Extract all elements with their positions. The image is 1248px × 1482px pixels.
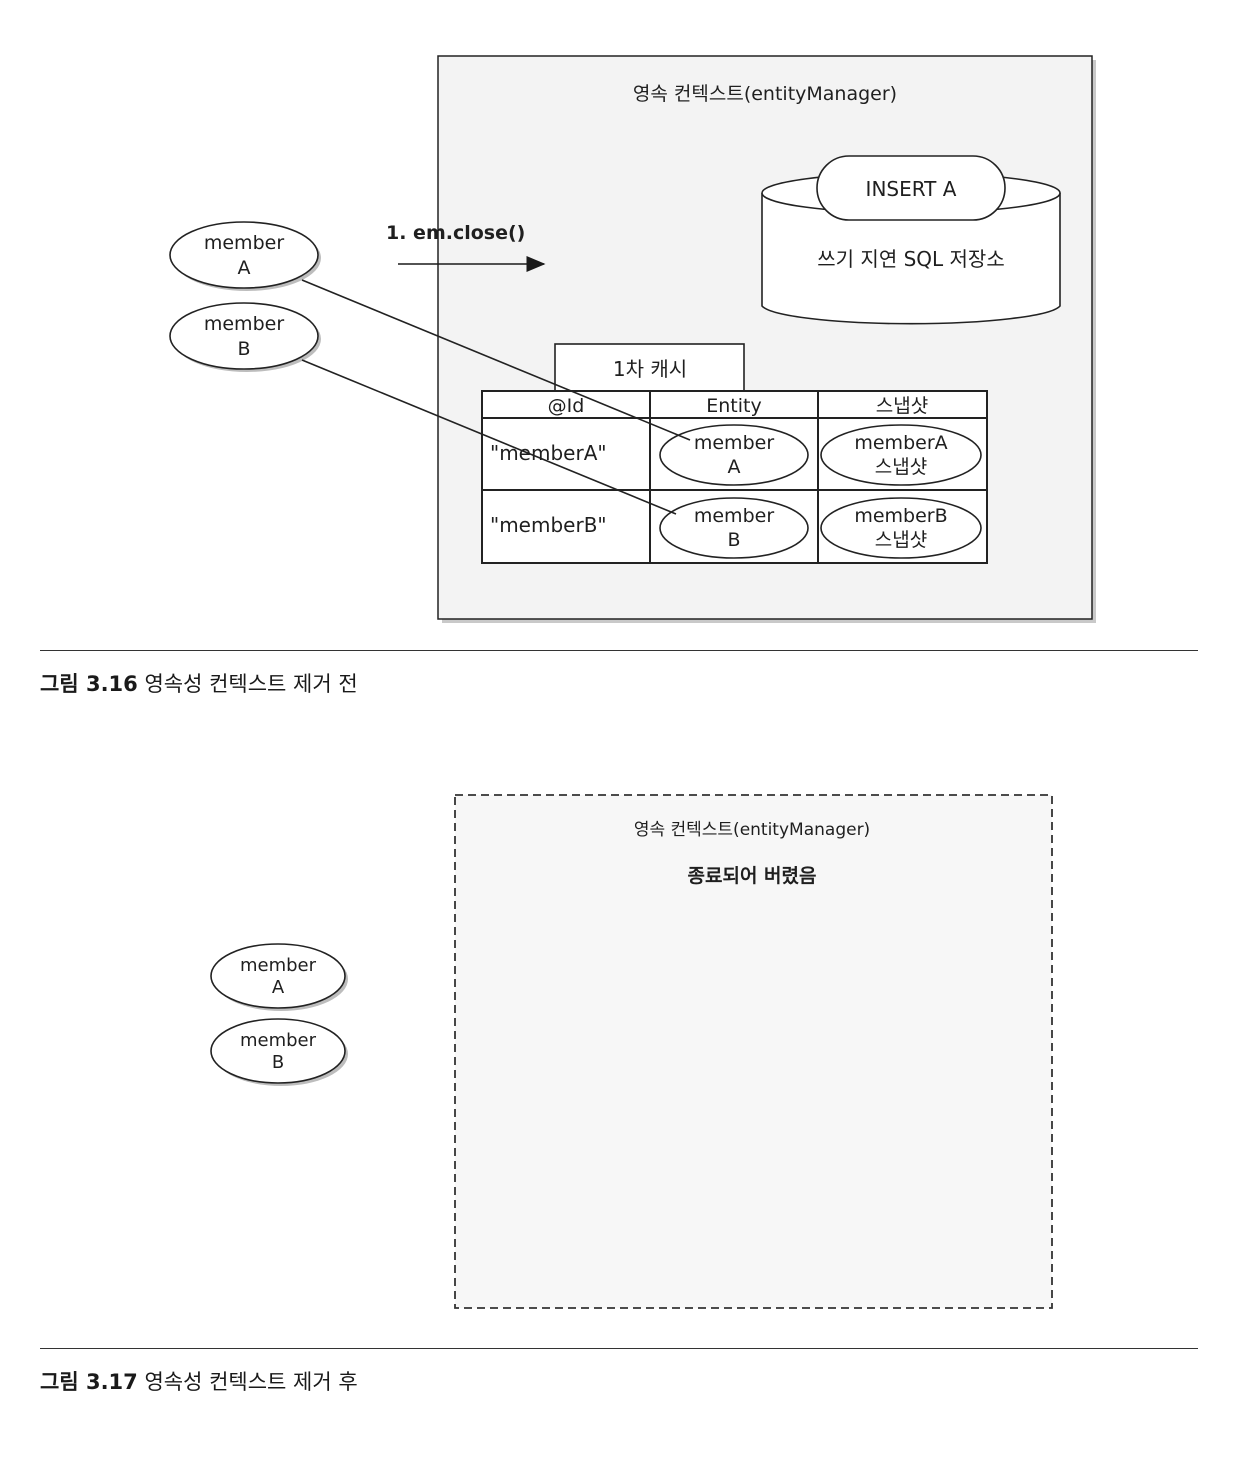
insert-a-pill xyxy=(816,155,1006,221)
figure-caption-1: 그림 3.16 영속성 컨텍스트 제거 전 xyxy=(40,668,358,698)
caption-number-2: 그림 3.17 xyxy=(40,1370,138,1394)
sql-store-label: 쓰기 지연 SQL 저장소 xyxy=(817,247,1004,271)
row-a-entity-ellipse xyxy=(659,424,809,486)
caption-text-1: 영속성 컨텍스트 제거 전 xyxy=(144,672,358,696)
context-title: 영속 컨텍스트(entityManager) xyxy=(633,83,897,105)
svg-text:스냅샷: 스냅샷 xyxy=(875,529,927,551)
closed-member-b xyxy=(210,1018,346,1084)
svg-text:memberB: memberB xyxy=(854,505,947,527)
figure-caption-2: 그림 3.17 영속성 컨텍스트 제거 후 xyxy=(40,1366,358,1396)
row-b-entity-ellipse xyxy=(659,497,809,559)
figure-before-close: 영속 컨텍스트(entityManager) INSERT A 쓰기 지연 SQ… xyxy=(169,55,1096,623)
caption-number-1: 그림 3.16 xyxy=(40,672,138,696)
svg-text:memberA: memberA xyxy=(854,432,947,454)
svg-text:A: A xyxy=(272,977,285,998)
reference-line-b xyxy=(301,359,677,515)
caption-rule-1 xyxy=(40,650,1198,651)
external-member-b xyxy=(169,302,319,370)
svg-text:member: member xyxy=(694,432,774,454)
row-b-snapshot-ellipse xyxy=(820,497,982,559)
svg-text:A: A xyxy=(728,456,741,478)
svg-text:member: member xyxy=(240,1030,317,1051)
caption-rule-2 xyxy=(40,1348,1198,1349)
header-snapshot: 스냅샷 xyxy=(876,395,928,417)
header-id: @Id xyxy=(548,395,585,417)
svg-text:B: B xyxy=(727,529,740,551)
svg-text:member: member xyxy=(240,955,317,976)
svg-text:member: member xyxy=(694,505,774,527)
svg-text:A: A xyxy=(238,257,251,279)
caption-text-2: 영속성 컨텍스트 제거 후 xyxy=(144,1370,358,1394)
first-level-cache-tab xyxy=(554,343,745,392)
svg-text:1차 캐시: 1차 캐시 xyxy=(613,357,687,381)
external-member-a xyxy=(169,221,319,289)
svg-text:B: B xyxy=(237,338,250,360)
row-b-id: "memberB" xyxy=(490,513,607,537)
closed-context-title: 영속 컨텍스트(entityManager) xyxy=(634,820,870,840)
closed-member-a xyxy=(210,943,346,1009)
header-entity: Entity xyxy=(706,395,761,417)
svg-text:스냅샷: 스냅샷 xyxy=(875,456,927,478)
sql-store-cylinder: INSERT A 쓰기 지연 SQL 저장소 xyxy=(761,155,1061,325)
svg-text:INSERT A: INSERT A xyxy=(866,177,957,201)
closed-context-box xyxy=(454,794,1053,1309)
row-a-snapshot-ellipse xyxy=(820,424,982,486)
em-close-label: 1. em.close() xyxy=(386,222,525,244)
svg-text:member: member xyxy=(204,313,284,335)
svg-text:member: member xyxy=(204,232,284,254)
figure-after-close: 영속 컨텍스트(entityManager) 종료되어 버렸음 member A… xyxy=(210,794,1053,1309)
svg-text:B: B xyxy=(272,1052,284,1073)
closed-status-text: 종료되어 버렸음 xyxy=(688,865,817,887)
cache-table: @Id Entity 스냅샷 "memberA" member A member… xyxy=(481,390,988,564)
reference-line-a xyxy=(301,279,691,441)
